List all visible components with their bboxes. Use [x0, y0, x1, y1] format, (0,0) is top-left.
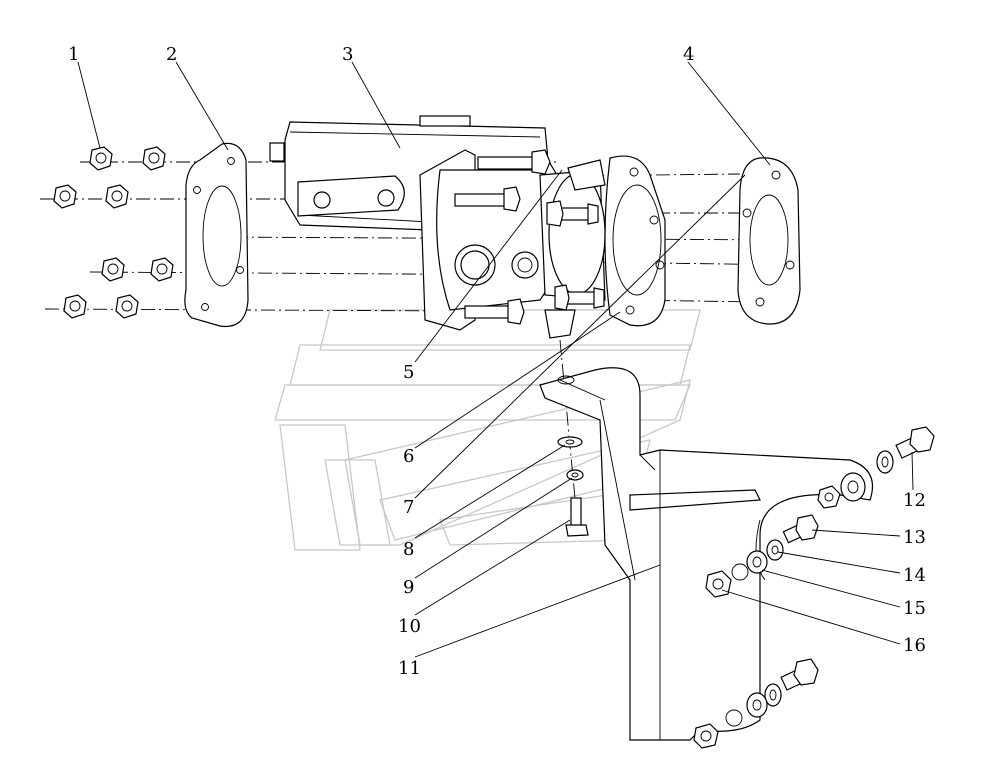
housing-bolts — [454, 149, 605, 325]
small-fasteners-8-10 — [557, 436, 589, 537]
callout-11: 11 — [398, 658, 421, 679]
callout-2: 2 — [166, 44, 177, 65]
callout-6: 6 — [403, 446, 414, 467]
callout-15: 15 — [903, 598, 926, 619]
callout-3: 3 — [342, 44, 353, 65]
callout-5: 5 — [403, 362, 414, 383]
callout-12: 12 — [903, 490, 926, 511]
callout-4: 4 — [683, 44, 694, 65]
callout-10: 10 — [398, 616, 421, 637]
callout-7: 7 — [403, 497, 414, 518]
flange — [604, 155, 666, 327]
callout-8: 8 — [403, 539, 414, 560]
callout-16: 16 — [903, 635, 926, 656]
gasket-part-2 — [184, 142, 249, 328]
callout-13: 13 — [903, 527, 926, 548]
callout-1: 1 — [68, 44, 79, 65]
nut-part-1 — [53, 146, 174, 319]
fasteners-12-16 — [693, 426, 935, 749]
bracket-part-11 — [539, 367, 874, 741]
gasket-part-4 — [737, 157, 801, 325]
leader-lines — [77, 61, 914, 658]
callout-9: 9 — [403, 577, 414, 598]
callout-14: 14 — [903, 565, 926, 586]
callout-labels: 1 2 3 4 5 6 7 8 9 10 11 12 13 14 15 16 — [68, 44, 926, 679]
